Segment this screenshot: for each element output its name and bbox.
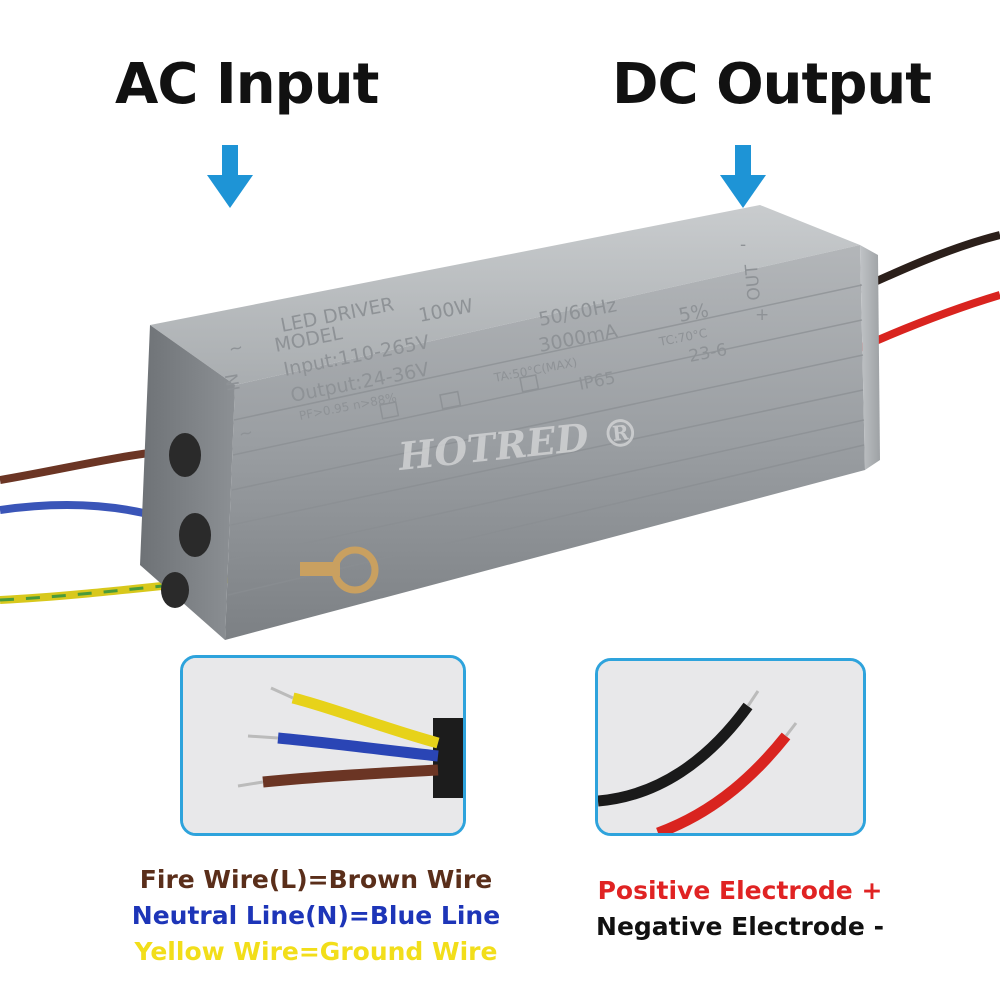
led-driver-photo: LED DRIVER MODEL 100W Input:110-265V 50/…: [0, 205, 1000, 640]
label-side-out: OUT: [742, 263, 765, 301]
ac-down-arrow-icon: [207, 145, 253, 208]
ac-wires-inset-photo: [180, 655, 466, 836]
dc-wires-inset-photo: [595, 658, 866, 836]
legend-positive-electrode: Positive Electrode +: [597, 876, 883, 905]
ac-input-heading: AC Input: [115, 52, 379, 117]
label-plus: +: [755, 305, 769, 325]
label-minus: -: [740, 235, 746, 255]
label-tilde-top: ~: [227, 338, 245, 360]
label-tilde-bottom: ~: [237, 423, 255, 445]
dc-down-arrow-icon: [720, 145, 766, 208]
legend-fire-wire: Fire Wire(L)=Brown Wire: [139, 865, 493, 894]
legend-neutral-line: Neutral Line(N)=Blue Line: [131, 901, 501, 930]
driver-housing-end: [140, 325, 235, 640]
ac-wires-illustration: [183, 658, 463, 833]
ac-wire-legend: Fire Wire(L)=Brown Wire Neutral Line(N)=…: [126, 862, 506, 970]
label-side-in: IN: [222, 372, 245, 393]
legend-negative-electrode: Negative Electrode -: [596, 912, 884, 941]
driver-housing-top: [150, 205, 860, 385]
legend-ground-wire: Yellow Wire=Ground Wire: [134, 937, 498, 966]
dc-output-heading: DC Output: [612, 52, 932, 117]
dc-wires-illustration: [598, 661, 863, 833]
dc-wire-legend: Positive Electrode + Negative Electrode …: [585, 873, 895, 945]
driver-housing-front: [225, 245, 865, 640]
